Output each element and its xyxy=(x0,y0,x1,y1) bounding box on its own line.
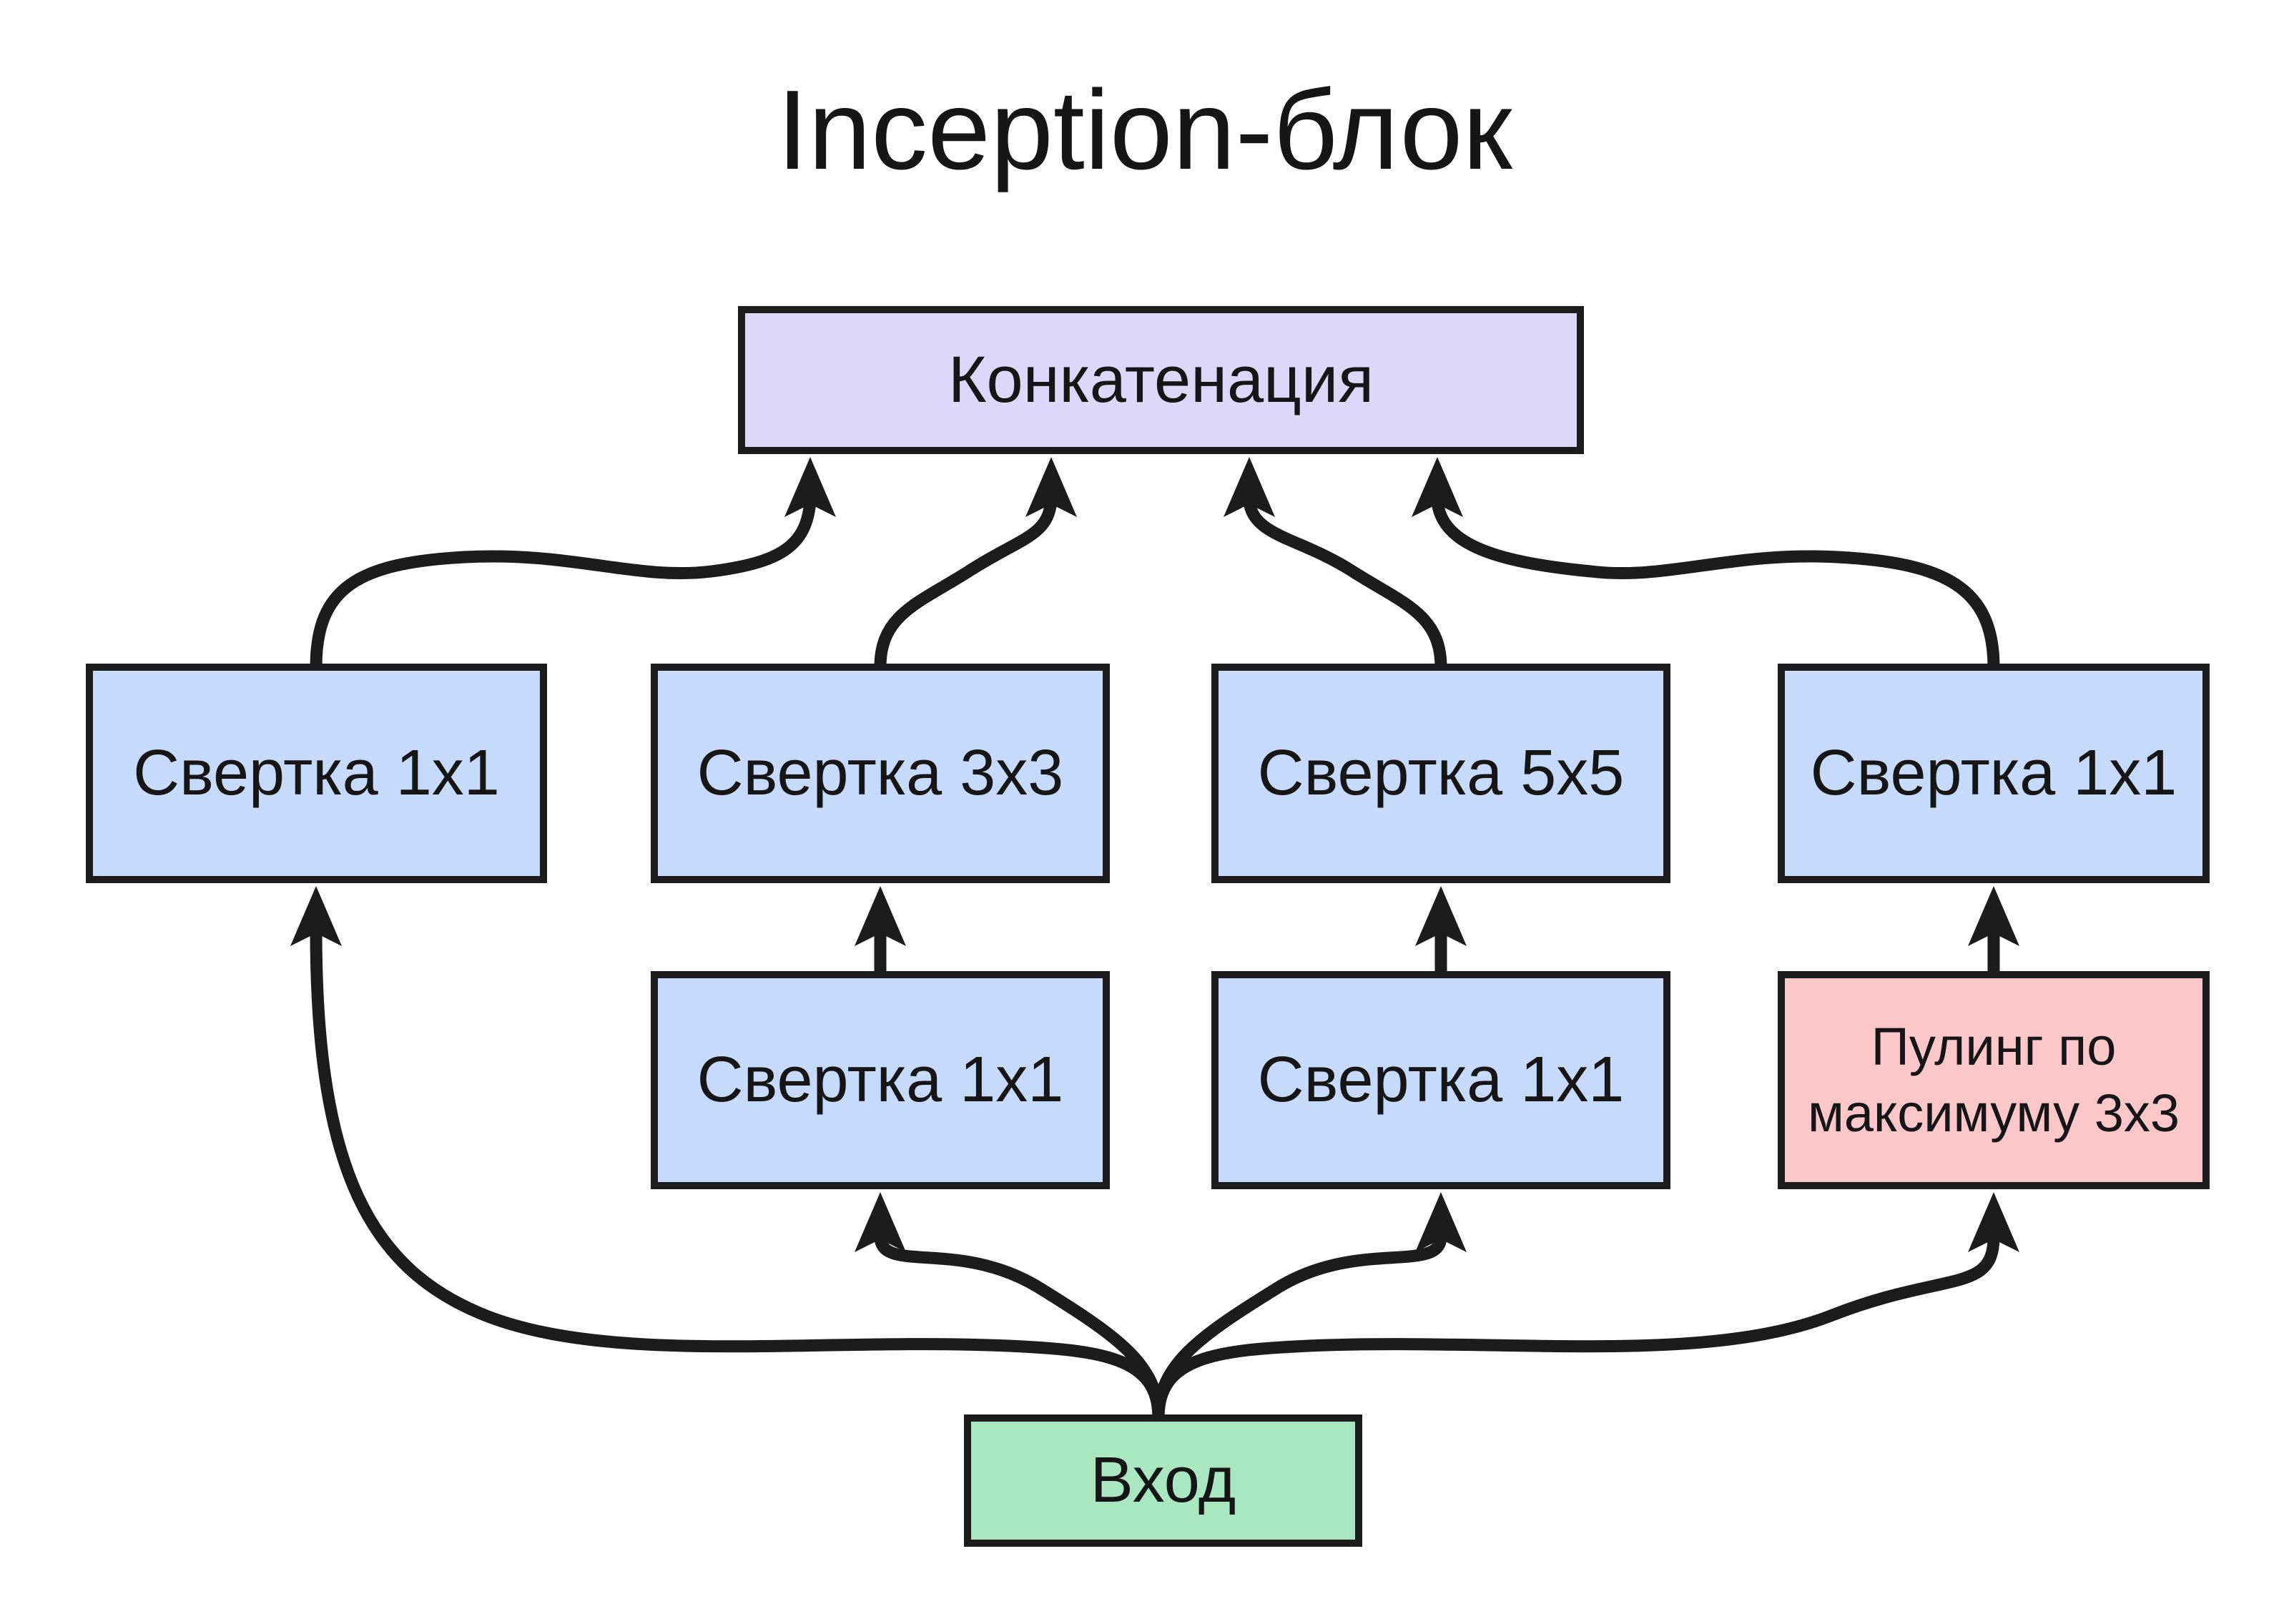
arrowhead-conv1x1-to-conv3x3-icon xyxy=(855,886,906,946)
edge-branch2-to-concat xyxy=(874,500,1058,668)
node-input-label: Вход xyxy=(1090,1445,1236,1517)
arrowhead-branch2-to-concat-icon xyxy=(1025,457,1077,517)
arrowhead-input-to-maxpool-icon xyxy=(1968,1192,2019,1252)
arrowhead-conv1x1-to-conv5x5-icon xyxy=(1415,886,1467,946)
node-conv1x1-branch1: Свертка 1x1 xyxy=(86,664,547,883)
arrowhead-branch4-to-concat-icon xyxy=(1412,457,1463,517)
node-concatenation-label: Конкатенация xyxy=(947,343,1374,416)
node-conv1x1-before-5x5: Свертка 1x1 xyxy=(1211,971,1670,1189)
arrowhead-maxpool-to-conv1x1-icon xyxy=(1968,886,2019,946)
node-input: Вход xyxy=(964,1414,1362,1547)
arrowhead-input-to-conv1x1-left-icon xyxy=(855,1192,906,1252)
edge-input-to-conv1x1-right xyxy=(1152,1236,1447,1418)
node-conv1x1-before-5x5-label: Свертка 1x1 xyxy=(1257,1044,1625,1116)
edge-input-to-maxpool xyxy=(1152,1236,2000,1418)
node-maxpool-3x3-label: Пулинг по максимуму 3x3 xyxy=(1808,1014,2180,1146)
arrowhead-branch1-to-concat-icon xyxy=(784,457,836,517)
diagram-title: Inception-блок xyxy=(777,67,1512,193)
node-conv1x1-branch1-label: Свертка 1x1 xyxy=(133,737,500,809)
node-conv1x1-before-3x3: Свертка 1x1 xyxy=(651,971,1110,1189)
maxpool-label-line1: Пулинг по xyxy=(1871,1017,2117,1076)
node-conv5x5: Свертка 5x5 xyxy=(1211,664,1670,883)
maxpool-label-line2: максимуму 3x3 xyxy=(1807,1083,2180,1143)
node-conv3x3-label: Свертка 3x3 xyxy=(696,737,1064,809)
node-conv1x1-branch4: Свертка 1x1 xyxy=(1778,664,2210,883)
edge-branch3-to-concat xyxy=(1243,500,1447,668)
node-conv3x3: Свертка 3x3 xyxy=(651,664,1110,883)
edge-branch1-to-concat xyxy=(310,501,817,668)
node-maxpool-3x3: Пулинг по максимуму 3x3 xyxy=(1778,971,2210,1189)
edge-input-to-conv1x1-left xyxy=(874,1236,1165,1418)
node-concatenation: Конкатенация xyxy=(738,306,1584,454)
arrowhead-input-to-branch1-icon xyxy=(290,886,342,946)
arrowhead-branch3-to-concat-icon xyxy=(1224,457,1275,517)
edge-branch4-to-concat xyxy=(1431,500,2000,668)
node-conv1x1-before-3x3-label: Свертка 1x1 xyxy=(696,1044,1064,1116)
node-conv1x1-branch4-label: Свертка 1x1 xyxy=(1810,737,2177,809)
arrowhead-input-to-conv1x1-right-icon xyxy=(1415,1192,1467,1252)
node-conv5x5-label: Свертка 5x5 xyxy=(1257,737,1625,809)
